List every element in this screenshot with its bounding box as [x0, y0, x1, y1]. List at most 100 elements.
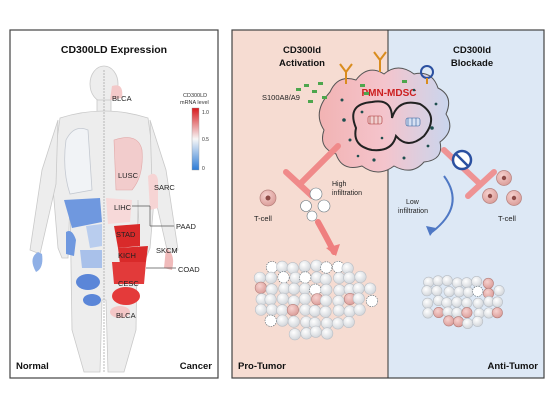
tumor-cell [443, 286, 455, 298]
tumor-cell [343, 271, 356, 284]
mdsc-label: PMN-MDSC [362, 88, 417, 99]
tumor-cell [462, 317, 474, 329]
tumor-mdsc [265, 261, 278, 274]
tumor-mdsc [264, 314, 277, 327]
tumor-cell [298, 282, 311, 295]
blockade-title-line1: CD300ld [453, 45, 491, 56]
tumor-tcell [286, 303, 299, 317]
tumor-cell [276, 314, 289, 327]
tumor-tcell [482, 277, 494, 289]
tumor-cell [265, 303, 278, 316]
tumor-cell [441, 297, 453, 309]
tumor-cell [288, 328, 301, 341]
normal-kidney [66, 231, 76, 256]
label-skcm: SKCM [156, 246, 178, 255]
tumor-cell [451, 307, 463, 319]
tumor-cell [319, 294, 332, 307]
tumor-mass-activation [253, 259, 379, 341]
tumor-cell [309, 325, 322, 338]
legend-tick-mid: 0.5 [202, 137, 209, 143]
tumor-cell [461, 297, 473, 309]
normal-liver [64, 198, 102, 228]
cancer-cervix [112, 287, 140, 305]
footer-pro-tumor: Pro-Tumor [238, 361, 286, 372]
normal-stomach [86, 224, 102, 248]
cancer-lung [113, 137, 143, 191]
tumor-tcell [443, 315, 455, 327]
tumor-cell [265, 271, 278, 284]
activation-title-line1: CD300ld [283, 45, 321, 56]
tumor-cell [333, 284, 346, 297]
blockade-no-symbol [451, 149, 473, 171]
label-cesc: CESC [118, 279, 139, 288]
legend-tick-high: 1.0 [202, 110, 209, 116]
label-leader-lines [132, 205, 176, 269]
s100-molecules [296, 80, 407, 103]
tumor-tcell [433, 307, 445, 319]
tumor-cell [354, 270, 367, 283]
tumor-cell [342, 315, 355, 329]
tcell-activation [259, 189, 277, 207]
tumor-cell [422, 307, 434, 319]
footer-cancer: Cancer [180, 361, 213, 372]
cancer-stomach [114, 224, 140, 248]
tumor-mdsc [320, 261, 333, 274]
label-sarc: SARC [154, 183, 175, 192]
label-paad: PAAD [176, 222, 196, 231]
activation-title-line2: Activation [279, 58, 325, 69]
infiltration-low-line2: infiltration [398, 208, 428, 215]
tumor-cell [421, 285, 433, 297]
tumor-mdsc [277, 271, 290, 284]
normal-cervix [76, 274, 100, 290]
tumor-mass-blockade [421, 275, 505, 329]
label-kich: KICH [118, 251, 136, 260]
legend-tick-low: 0 [202, 166, 205, 172]
tumor-mdsc [472, 285, 484, 297]
blockade-title-line2: Blockade [451, 58, 493, 69]
tumor-cell [352, 292, 365, 305]
tumor-cell [276, 292, 289, 305]
tumor-cell [441, 275, 453, 287]
cancer-sarc [148, 173, 158, 210]
tumor-cell [276, 304, 289, 317]
tumor-cell [298, 292, 311, 305]
cancer-colon [112, 262, 146, 284]
tumor-cell [254, 303, 268, 316]
footer-anti-tumor: Anti-Tumor [488, 361, 539, 372]
normal-organs [32, 127, 102, 306]
tumor-cell [319, 273, 332, 286]
infiltration-high-line1: High [332, 181, 347, 188]
label-coad: COAD [178, 265, 200, 274]
infiltration-arrowhead-high [326, 244, 340, 256]
infiltration-low-line1: Low [406, 199, 420, 206]
tumor-tcell [461, 307, 473, 319]
cancer-organs [106, 85, 174, 318]
tumor-cell [431, 285, 443, 297]
tumor-cell [472, 297, 484, 309]
tumor-cell [320, 283, 333, 296]
tumor-cell [364, 282, 377, 295]
label-lihc: LIHC [114, 203, 132, 212]
mechanism-panel: CD300ld Activation CD300ld Blockade S100… [231, 29, 545, 379]
tumor-cell [343, 305, 356, 318]
tumor-cell [493, 285, 505, 297]
cancer-liver [106, 198, 132, 224]
tumor-cell [310, 259, 323, 272]
tumor-cell [265, 283, 278, 296]
tcell-label-activation: T-cell [254, 214, 272, 223]
tumor-tcell [254, 281, 267, 294]
expression-panel: CD300LD Expression [9, 29, 219, 379]
label-lusc: LUSC [118, 171, 139, 180]
mdsc-clusters-activation [300, 187, 331, 222]
label-blca-top: BLCA [112, 94, 132, 103]
tumor-cell [287, 282, 301, 295]
normal-colon [80, 250, 102, 268]
tumor-cell [471, 275, 483, 287]
tumor-cell [353, 303, 366, 316]
tumor-cell [451, 296, 463, 308]
cancer-skin-patch [164, 248, 174, 270]
cancer-bladder-top [110, 85, 123, 100]
tumor-cell [352, 282, 365, 295]
inhibition-arrow-activation [283, 143, 341, 199]
